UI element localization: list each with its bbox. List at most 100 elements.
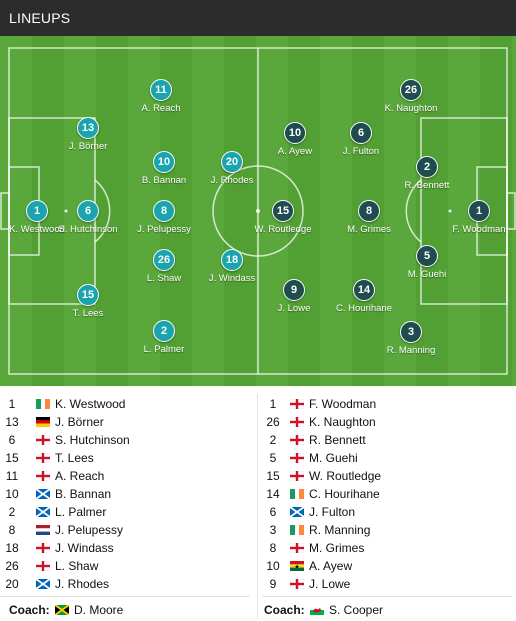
england-flag-icon bbox=[290, 543, 304, 553]
player-name: R. Manning bbox=[309, 523, 371, 537]
player-number-badge: 8 bbox=[153, 200, 175, 222]
lineup-row[interactable]: 18 J. Windass bbox=[0, 538, 250, 556]
player-name-label: J. Fulton bbox=[342, 146, 380, 157]
player-number: 14 bbox=[266, 487, 280, 501]
player-name-label: R. Bennett bbox=[404, 180, 450, 191]
player-name: L. Palmer bbox=[55, 505, 107, 519]
lineup-row[interactable]: 2 L. Palmer bbox=[0, 502, 250, 520]
player-name-label: R. Manning bbox=[386, 345, 436, 356]
player-number: 8 bbox=[269, 541, 277, 555]
player-name-label: K. Naughton bbox=[384, 103, 438, 114]
scotland-flag-icon bbox=[36, 507, 50, 517]
player-number-badge: 2 bbox=[153, 320, 175, 342]
player-number: 15 bbox=[266, 469, 280, 483]
england-flag-icon bbox=[290, 579, 304, 589]
player-number-badge: 15 bbox=[272, 200, 294, 222]
player-number-badge: 2 bbox=[416, 156, 438, 178]
player-name-label: K. Westwood bbox=[9, 224, 65, 235]
coach-label: Coach: bbox=[264, 603, 305, 617]
coach-name[interactable]: S. Cooper bbox=[329, 603, 384, 617]
player-name-label: M. Guehi bbox=[407, 269, 447, 280]
player-name: B. Bannan bbox=[55, 487, 112, 501]
player-number: 9 bbox=[269, 577, 277, 591]
player-name: J. Pelupessy bbox=[55, 523, 124, 537]
player-name-label: A. Reach bbox=[141, 103, 181, 114]
player-number: 1 bbox=[269, 397, 277, 411]
lineups-header: LINEUPS bbox=[0, 0, 516, 36]
lineup-row[interactable]: 8 M. Grimes bbox=[262, 538, 512, 556]
england-flag-icon bbox=[36, 435, 50, 445]
player-number-badge: 3 bbox=[400, 321, 422, 343]
player-number: 3 bbox=[269, 523, 277, 537]
scotland-flag-icon bbox=[36, 579, 50, 589]
player-number: 10 bbox=[266, 559, 280, 573]
england-flag-icon bbox=[290, 399, 304, 409]
player-name: K. Naughton bbox=[309, 415, 376, 429]
scotland-flag-icon bbox=[290, 507, 304, 517]
player-name: R. Bennett bbox=[309, 433, 366, 447]
netherlands-flag-icon bbox=[36, 525, 50, 535]
player-number: 18 bbox=[5, 541, 19, 555]
coach-name[interactable]: D. Moore bbox=[74, 603, 124, 617]
lineup-row[interactable]: 3 R. Manning bbox=[262, 520, 512, 538]
player-number: 1 bbox=[8, 397, 16, 411]
england-flag-icon bbox=[36, 471, 50, 481]
lineup-row[interactable]: 1 K. Westwood bbox=[0, 394, 250, 412]
england-flag-icon bbox=[290, 453, 304, 463]
player-number: 26 bbox=[5, 559, 19, 573]
player-name-label: J. Rhodes bbox=[210, 175, 254, 186]
player-number: 6 bbox=[269, 505, 277, 519]
player-number-badge: 1 bbox=[468, 200, 490, 222]
player-name: J. Windass bbox=[55, 541, 114, 555]
germany-flag-icon bbox=[36, 417, 50, 427]
player-number: 2 bbox=[8, 505, 16, 519]
lineup-row[interactable]: 5 M. Guehi bbox=[262, 448, 512, 466]
player-name: M. Grimes bbox=[309, 541, 365, 555]
ireland-flag-icon bbox=[290, 525, 304, 535]
pitch-markings bbox=[0, 47, 516, 375]
player-name: M. Guehi bbox=[309, 451, 358, 465]
player-name: J. Rhodes bbox=[55, 577, 110, 591]
scotland-flag-icon bbox=[36, 489, 50, 499]
player-name: W. Routledge bbox=[309, 469, 382, 483]
player-number-badge: 10 bbox=[284, 122, 306, 144]
england-flag-icon bbox=[36, 453, 50, 463]
player-number-badge: 15 bbox=[77, 284, 99, 306]
player-name: J. Lowe bbox=[309, 577, 351, 591]
player-name-label: B. Bannan bbox=[141, 175, 187, 186]
lineup-row[interactable]: 9 J. Lowe bbox=[262, 574, 512, 592]
player-name-label: J. Lowe bbox=[277, 303, 311, 314]
player-name-label: L. Shaw bbox=[146, 273, 182, 284]
player-number-badge: 1 bbox=[26, 200, 48, 222]
ghana-flag-icon bbox=[290, 561, 304, 571]
player-number-badge: 26 bbox=[400, 79, 422, 101]
player-number-badge: 11 bbox=[150, 79, 172, 101]
ireland-flag-icon bbox=[36, 399, 50, 409]
player-name: K. Westwood bbox=[55, 397, 126, 411]
player-name-label: J. Börner bbox=[68, 141, 108, 152]
lineup-row[interactable]: 15 W. Routledge bbox=[262, 466, 512, 484]
player-name-label: F. Woodman bbox=[452, 224, 506, 235]
player-number: 13 bbox=[5, 415, 19, 429]
player-name-label: A. Ayew bbox=[277, 146, 313, 157]
player-number-badge: 20 bbox=[221, 151, 243, 173]
player-number: 5 bbox=[269, 451, 277, 465]
player-name: T. Lees bbox=[55, 451, 94, 465]
player-name-label: J. Pelupessy bbox=[137, 224, 191, 235]
